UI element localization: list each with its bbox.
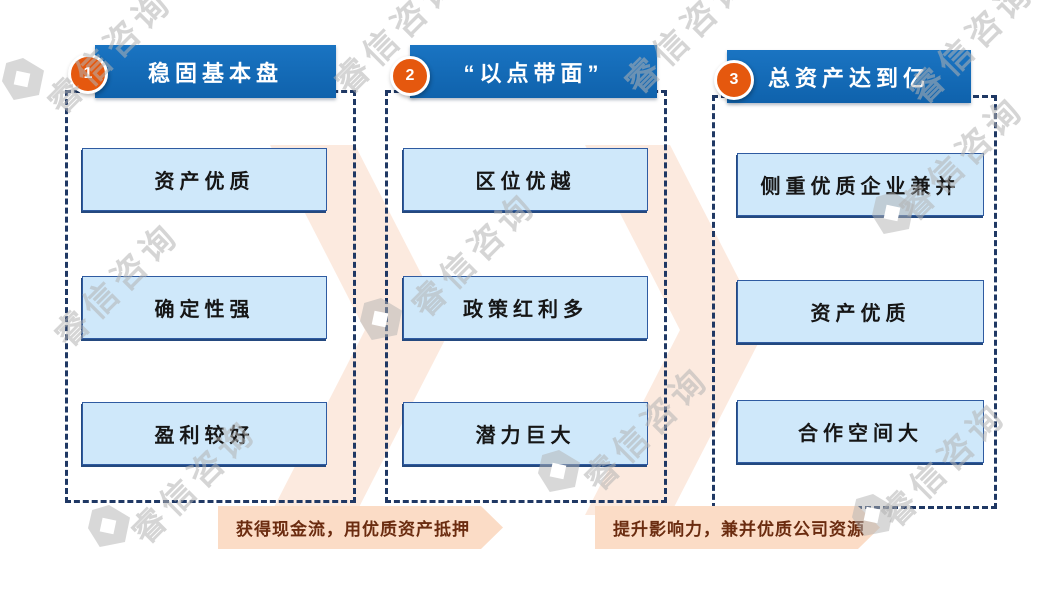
item-label: 合作空间大: [798, 423, 923, 445]
column-header-2: “以点带面”: [410, 45, 657, 98]
item-label: 潜力巨大: [475, 425, 576, 447]
item-box: 盈利较好: [82, 402, 327, 465]
banner-text: 提升影响力，兼并优质公司资源: [613, 520, 865, 539]
item-label: 确定性强: [154, 299, 255, 321]
column-title: 稳固基本盘: [147, 60, 283, 86]
step-number: 2: [405, 67, 415, 84]
arrow-banner-2: 提升影响力，兼并优质公司资源: [595, 506, 880, 549]
banner-text: 获得现金流，用优质资产抵押: [236, 520, 470, 539]
column-header-1: 稳固基本盘: [95, 45, 336, 98]
item-label: 资产优质: [810, 303, 911, 325]
item-box: 政策红利多: [403, 276, 648, 339]
item-box: 潜力巨大: [403, 402, 648, 465]
step-number-badge-1: 1: [68, 54, 108, 94]
item-label: 侧重优质企业兼并: [760, 176, 961, 198]
item-box: 侧重优质企业兼并: [737, 153, 984, 216]
column-header-3: 总资产达到亿: [727, 50, 971, 103]
column-title: “以点带面”: [463, 60, 604, 86]
item-box: 资产优质: [737, 280, 984, 343]
step-number: 3: [729, 71, 739, 88]
item-box: 资产优质: [82, 148, 327, 211]
item-box: 确定性强: [82, 276, 327, 339]
item-label: 政策红利多: [463, 299, 588, 321]
item-label: 资产优质: [154, 171, 255, 193]
step-number-badge-3: 3: [714, 60, 754, 100]
arrow-banner-1: 获得现金流，用优质资产抵押: [218, 506, 503, 549]
chevron-arrow: [585, 145, 765, 515]
item-box: 合作空间大: [737, 400, 984, 463]
item-box: 区位优越: [403, 148, 648, 211]
item-label: 盈利较好: [154, 425, 255, 447]
column-title: 总资产达到亿: [767, 65, 930, 91]
step-number: 1: [83, 65, 93, 82]
step-number-badge-2: 2: [390, 56, 430, 96]
item-label: 区位优越: [475, 171, 576, 193]
